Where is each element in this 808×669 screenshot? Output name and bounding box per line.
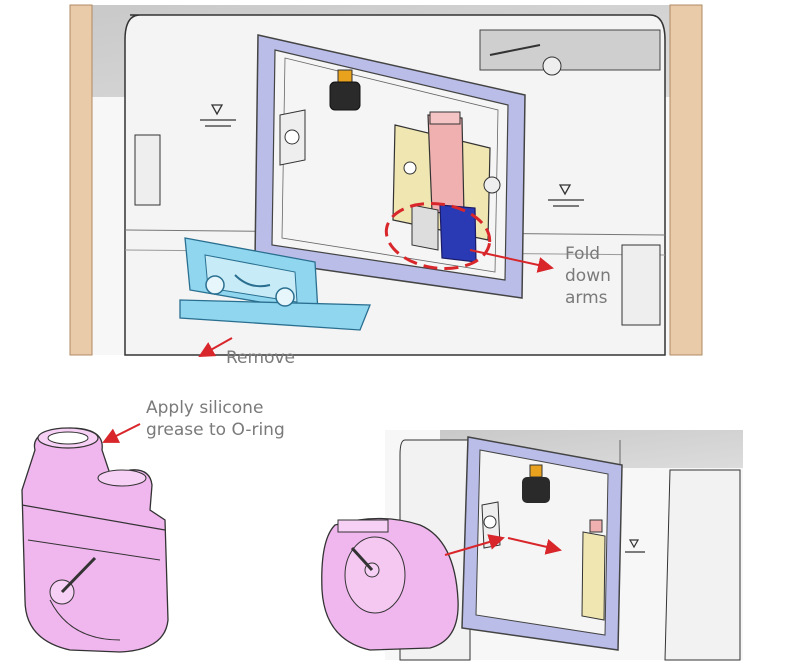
apply-label-line2: grease to O-ring (146, 420, 285, 440)
fold-label-line1: Fold (565, 244, 601, 264)
flush-unit-installed (321, 517, 459, 651)
insert-arrow-1 (444, 534, 505, 556)
bottom-right-panel (321, 430, 743, 661)
pink-arm (427, 114, 465, 216)
apply-label-line1: Apply silicone (146, 398, 264, 418)
apply-arrow (102, 423, 141, 443)
remove-arrow (198, 337, 233, 357)
highlight-ellipse (384, 201, 492, 271)
level-mark (200, 104, 584, 207)
blue-arm (439, 204, 477, 263)
level-mark (625, 539, 645, 553)
insert-arrow-2 (507, 537, 562, 555)
top-panel (69, 4, 703, 357)
remove-label: Remove (226, 348, 295, 368)
fold-label-line2: down (565, 266, 611, 286)
cover-bracket (179, 237, 371, 331)
wood-post-left (69, 4, 93, 356)
fold-label-line3: arms (565, 288, 608, 308)
fold-arrow (469, 249, 554, 273)
flush-unit-part (21, 423, 169, 653)
wood-post-right (669, 4, 703, 356)
valve (329, 69, 361, 111)
